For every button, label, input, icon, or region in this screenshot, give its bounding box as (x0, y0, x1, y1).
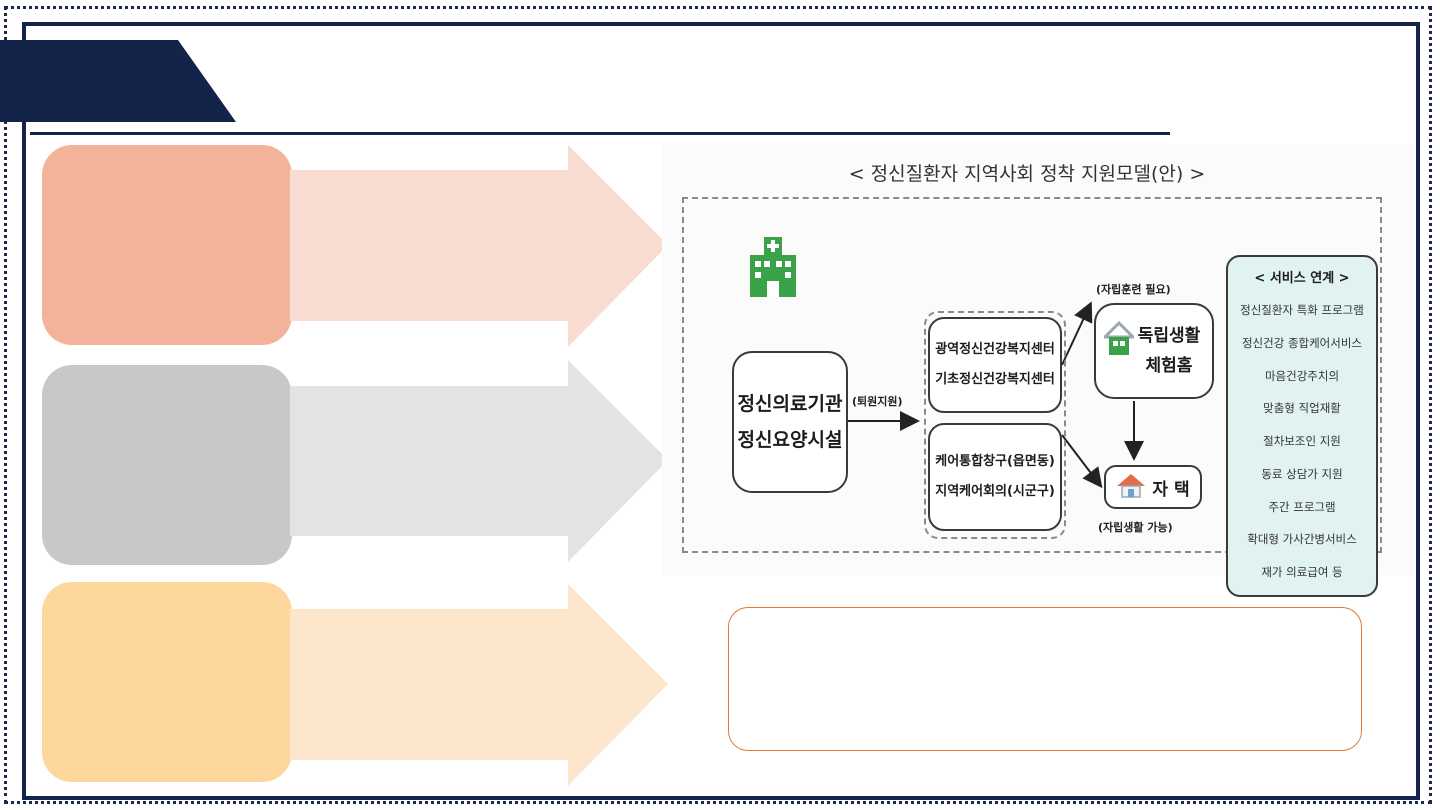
center-line2: 기초정신건강복지센터 (935, 372, 1055, 387)
empty-text-box[interactable] (728, 607, 1362, 751)
discharge-label: (퇴원지원) (852, 395, 903, 408)
home-icon (1116, 472, 1146, 503)
service-item: 맞춤형 직업재활 (1263, 401, 1341, 416)
services-title: < 서비스 연계 > (1254, 271, 1350, 286)
service-item: 정신건강 종합케어서비스 (1241, 335, 1363, 350)
service-item: 정신질환자 특화 프로그램 (1240, 303, 1364, 317)
node-care-window: 케어통합창구(읍면동) 지역케어회의(시군구) (928, 423, 1062, 531)
node-independent-living: 독립생활 체험홈 (1094, 303, 1214, 399)
row-3-arrow (290, 584, 668, 786)
node-mental-health-centers: 광역정신건강복지센터 기초정신건강복지센터 (928, 317, 1062, 413)
support-model-diagram: < 정신질환자 지역사회 정착 지원모델(안) > (662, 145, 1414, 597)
service-item: 절차보조인 지원 (1263, 434, 1341, 449)
care-line1: 케어통합창구(읍면동) (935, 454, 1055, 469)
center-group (924, 311, 1066, 539)
service-link-box: < 서비스 연계 > 정신질환자 특화 프로그램 정신건강 종합케어서비스 마음… (1226, 255, 1378, 597)
center-line1: 광역정신건강복지센터 (935, 342, 1055, 357)
row-3-label-box (42, 582, 292, 782)
slide-frame (22, 22, 1420, 800)
outer-dotted-border (4, 6, 1432, 804)
node-home: 자 택 (1104, 465, 1202, 509)
indep-line2: 체험홈 (1145, 356, 1193, 376)
indep-line1: 독립생활 (1137, 326, 1201, 346)
care-line2: 지역케어회의(시군구) (935, 484, 1055, 499)
service-item: 확대형 가사간병서비스 (1247, 532, 1357, 547)
hospital-line1: 정신의료기관 (737, 393, 843, 415)
house-icon (1101, 320, 1137, 367)
row-2-arrow (290, 360, 668, 562)
node-hospital: 정신의료기관 정신요양시설 (732, 351, 848, 493)
service-item: 동료 상담가 지원 (1261, 466, 1343, 481)
service-item: 재가 의료급여 등 (1261, 565, 1343, 580)
row-1-arrow (290, 145, 668, 347)
title-underline (30, 132, 1170, 135)
row-1-label-box (42, 145, 292, 345)
title-tab (0, 40, 236, 122)
diagram-title: < 정신질환자 지역사회 정착 지원모델(안) > (848, 163, 1206, 185)
indep-note: (자립훈련 필요) (1096, 283, 1171, 296)
diagram-dashed-area: 정신의료기관 정신요양시설 (퇴원지원) 광역정신건강복지센터 기초정신건강복지… (682, 197, 1382, 597)
hospital-line2: 정신요양시설 (737, 429, 843, 451)
home-label: 자 택 (1152, 479, 1190, 500)
service-item: 마음건강주치의 (1264, 368, 1340, 383)
home-note: (자립생활 가능) (1098, 521, 1173, 534)
service-item: 주간 프로그램 (1268, 499, 1336, 514)
hospital-icon (750, 237, 796, 301)
flow-arrows (848, 301, 1144, 489)
row-2-label-box (42, 365, 292, 565)
